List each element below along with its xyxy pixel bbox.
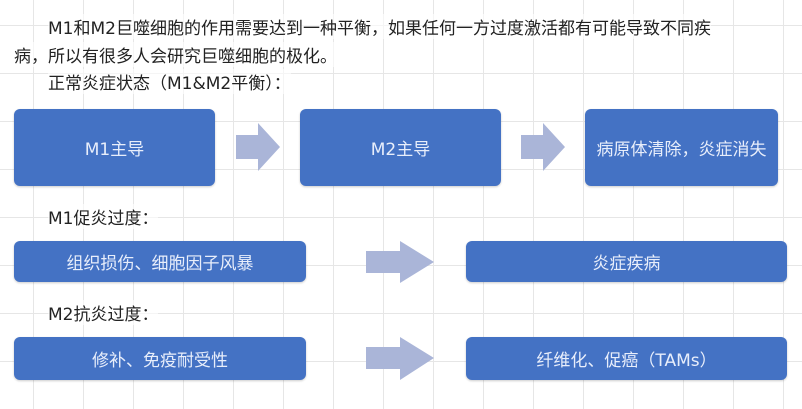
arrow-right-icon <box>236 123 280 171</box>
m1-excess-heading: M1促炎过度： <box>48 204 159 229</box>
m2-dominant-box: M2主导 <box>300 109 501 186</box>
normal-state-heading: 正常炎症状态（M1&M2平衡）： <box>48 69 291 94</box>
inflammatory-disease-box: 炎症疾病 <box>466 241 787 282</box>
tissue-damage-box: 组织损伤、细胞因子风暴 <box>14 241 306 282</box>
repair-tolerance-box: 修补、免疫耐受性 <box>14 337 306 380</box>
m1-dominant-box: M1主导 <box>14 109 215 186</box>
paragraph-line-2: 病，所以有很多人会研究巨噬细胞的极化。 <box>14 42 337 67</box>
pathogen-cleared-box: 病原体清除，炎症消失 <box>585 109 778 186</box>
m2-excess-heading: M2抗炎过度： <box>48 300 159 325</box>
fibrosis-cancer-box: 纤维化、促癌（TAMs） <box>466 337 787 380</box>
arrow-right-icon <box>366 337 434 380</box>
arrow-right-icon <box>366 241 434 283</box>
arrow-right-icon <box>521 123 565 171</box>
paragraph-line-1: M1和M2巨噬细胞的作用需要达到一种平衡，如果任何一方过度激活都有可能导致不同疾 <box>48 14 711 39</box>
